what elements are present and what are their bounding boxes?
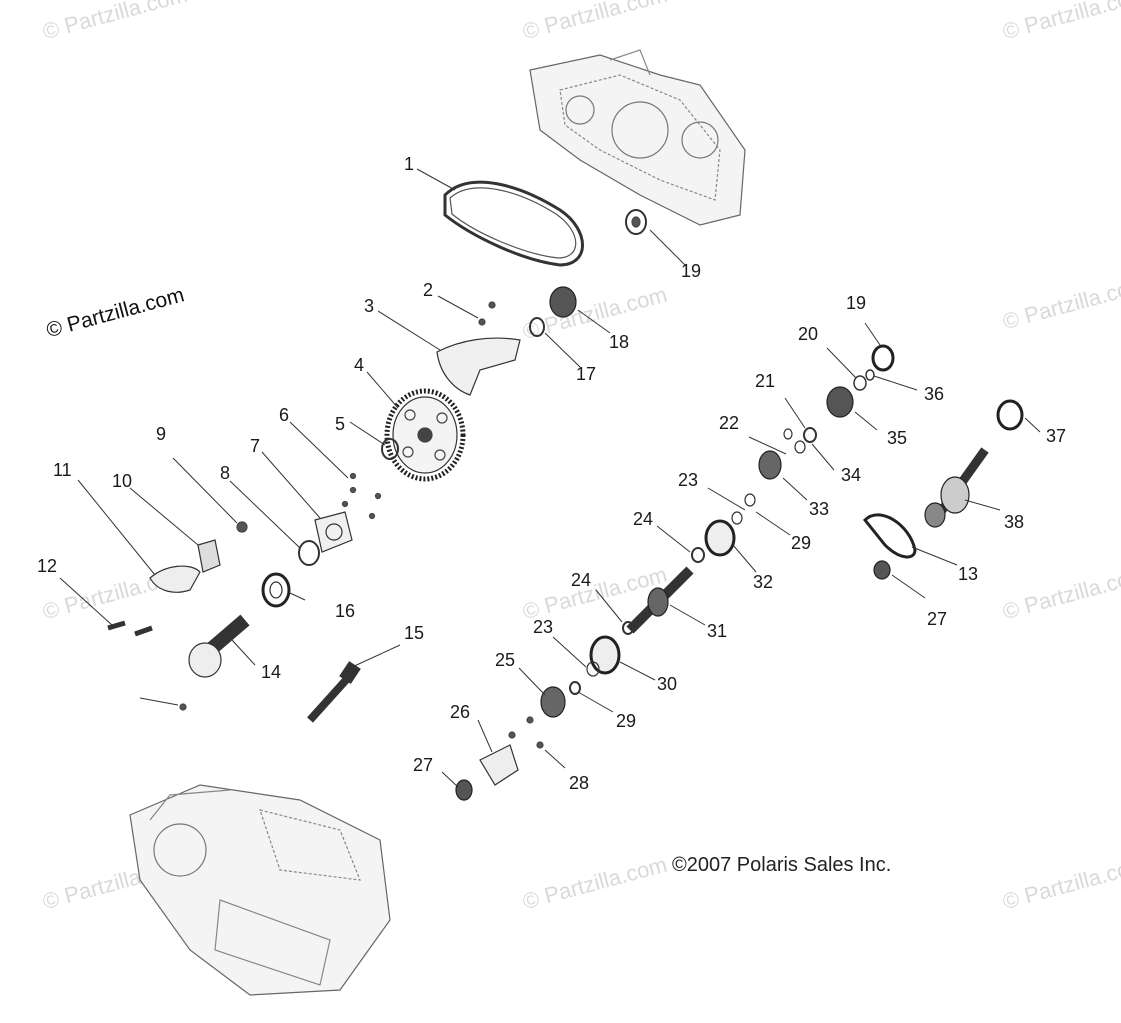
callout-30: 30: [657, 674, 678, 694]
callout-22: 22: [719, 413, 740, 433]
callout-5: 5: [335, 414, 346, 434]
callout-26: 26: [450, 702, 471, 722]
callout-12: 12: [37, 556, 58, 576]
callout-25: 25: [495, 650, 516, 670]
callout-1: 1: [404, 154, 415, 174]
callout-33: 33: [809, 499, 830, 519]
callout-38: 38: [1004, 512, 1025, 532]
callout-13: 13: [958, 564, 979, 584]
callout-35: 35: [887, 428, 908, 448]
callout-18: 18: [609, 332, 630, 352]
callout-23: 23: [678, 470, 699, 490]
callout-27: 27: [927, 609, 948, 629]
callout-36: 36: [924, 384, 945, 404]
copyright-text: ©2007 Polaris Sales Inc.: [672, 854, 892, 876]
callout-16: 16: [335, 601, 356, 621]
callout-29b: 29: [616, 711, 637, 731]
callout-19b: 19: [846, 293, 867, 313]
callout-7: 7: [250, 436, 261, 456]
callout-19: 19: [681, 261, 702, 281]
callout-23b: 23: [533, 617, 554, 637]
callout-4: 4: [354, 355, 365, 375]
callout-10: 10: [112, 471, 133, 491]
callout-20: 20: [798, 324, 819, 344]
callout-28: 28: [569, 773, 590, 793]
callout-15: 15: [404, 623, 425, 643]
callout-24: 24: [633, 509, 654, 529]
callout-21: 21: [755, 371, 776, 391]
callout-37: 37: [1046, 426, 1067, 446]
callout-24b: 24: [571, 570, 592, 590]
callout-2: 2: [423, 280, 434, 300]
callout-32: 32: [753, 572, 774, 592]
callout-11: 11: [53, 460, 72, 480]
callout-14: 14: [261, 662, 282, 682]
callout-17: 17: [576, 364, 597, 384]
engine-bottom-illustration: [129, 784, 391, 996]
callout-8: 8: [220, 463, 231, 483]
callout-3: 3: [364, 296, 375, 316]
callout-29: 29: [791, 533, 812, 553]
callout-34: 34: [841, 465, 862, 485]
crankcase-top-illustration: [529, 49, 746, 226]
callout-9: 9: [156, 424, 167, 444]
callout-31: 31: [707, 621, 728, 641]
callout-27b: 27: [413, 755, 434, 775]
callout-6: 6: [279, 405, 290, 425]
